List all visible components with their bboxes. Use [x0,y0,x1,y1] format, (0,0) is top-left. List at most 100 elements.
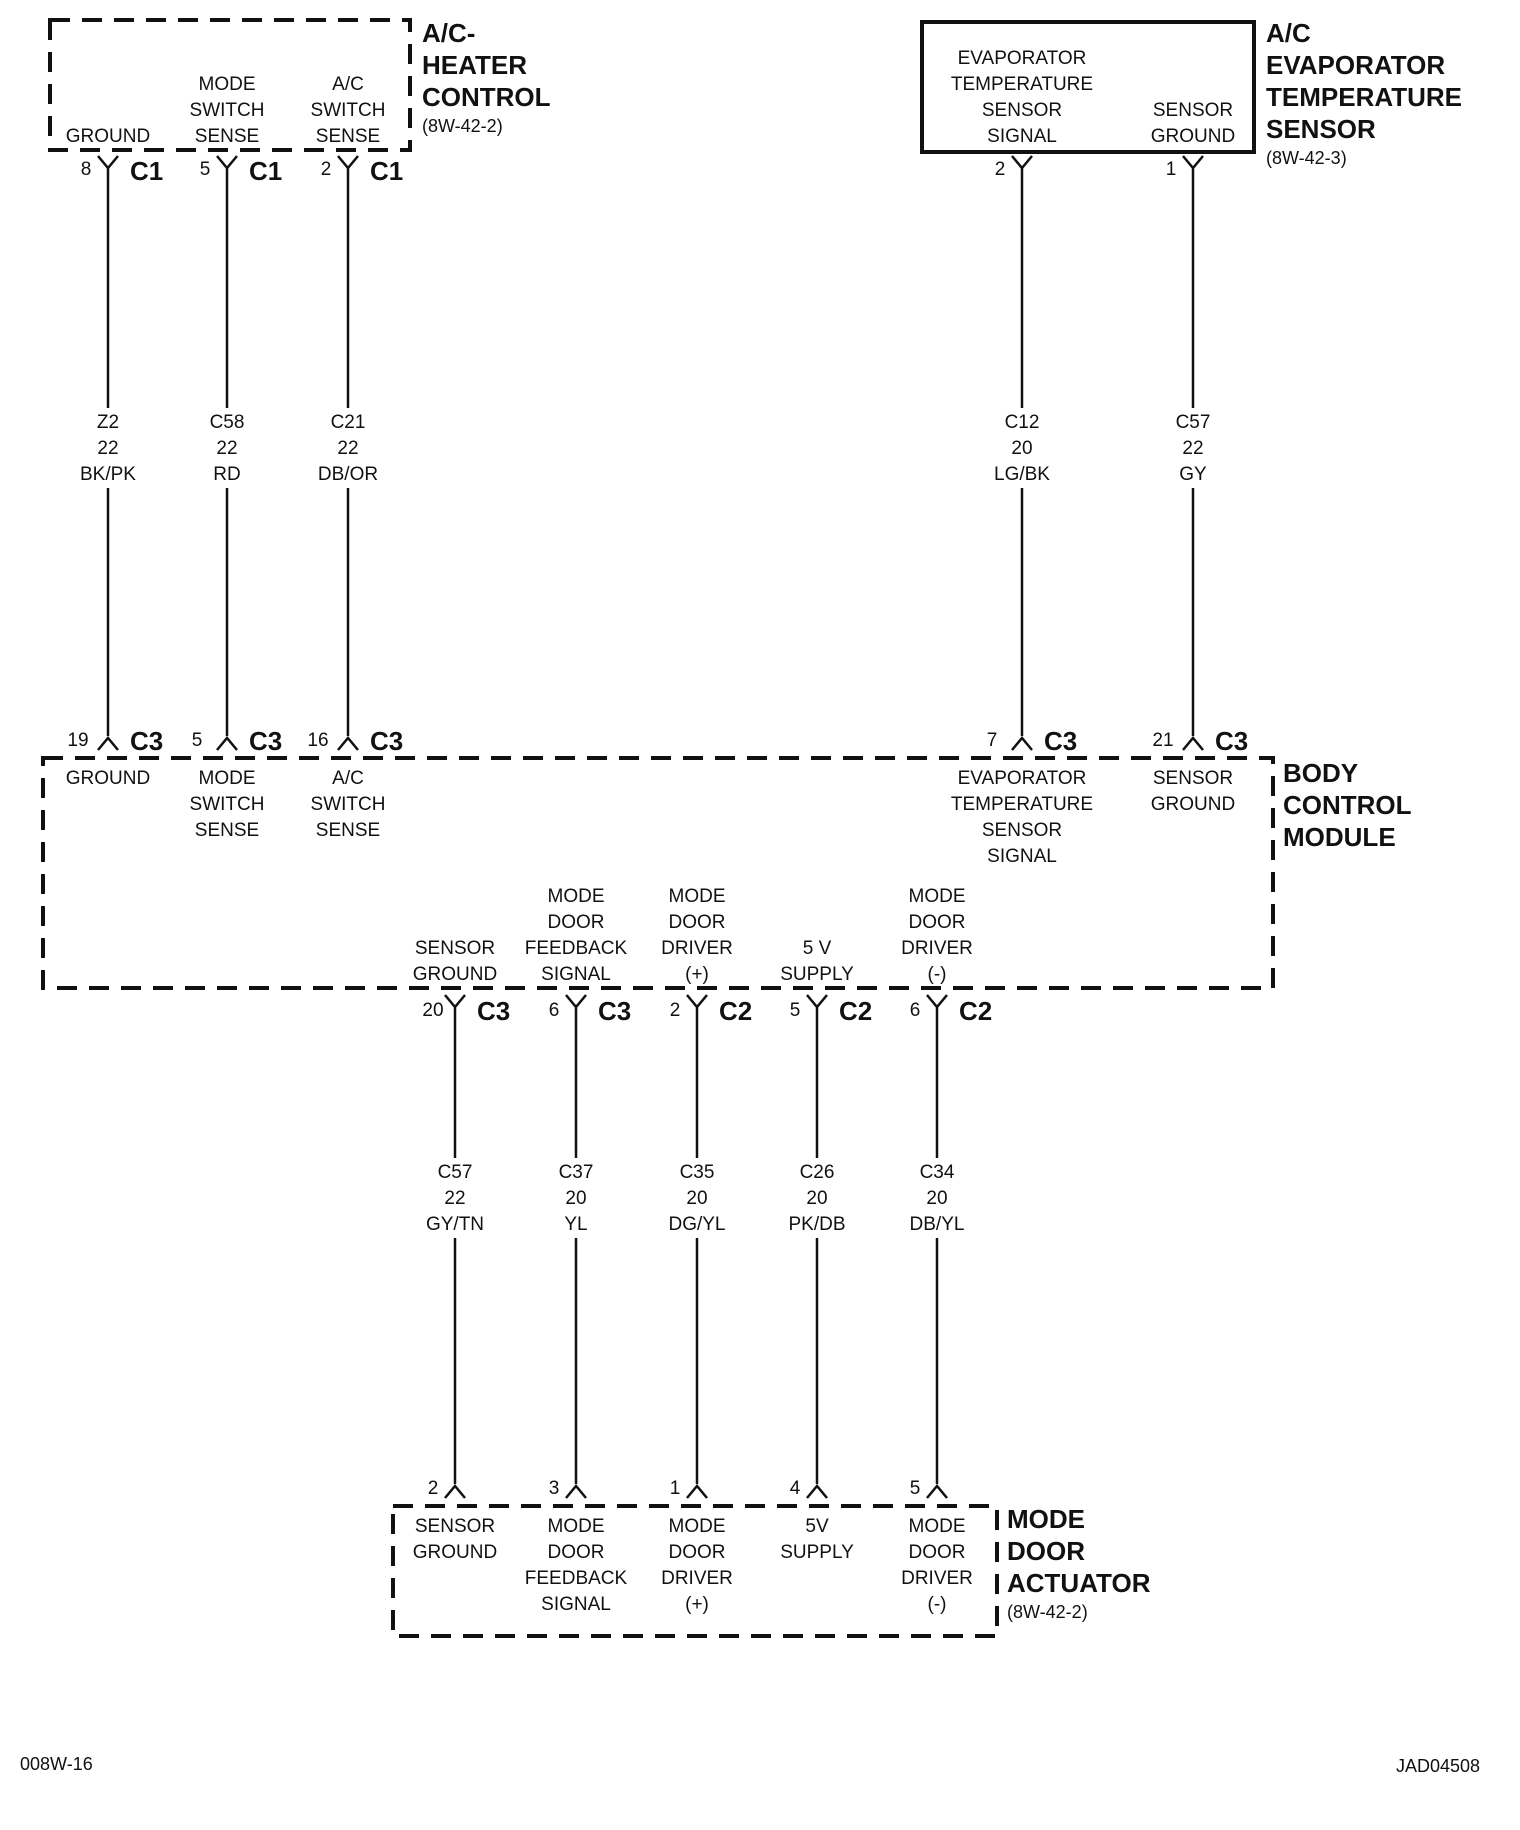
male-terminal-icon [337,736,359,751]
actuator-pin-label: SUPPLY [780,1542,854,1563]
actuator-pin-label: MODE [669,1516,726,1537]
bcm-pin-label: GROUND [1151,794,1235,815]
wire-circuit-label: C58 [210,412,245,433]
actuator-pin-number: 5 [910,1478,921,1499]
wire-circuit-label: DB/OR [318,464,378,485]
wire-circuit-label: C57 [1176,412,1211,433]
mode-door-actuator-title: DOOR [1007,1536,1085,1566]
bcm-connector-id: C3 [370,726,403,756]
female-terminal-icon [926,994,948,1015]
wire-circuit-label: PK/DB [788,1214,845,1235]
actuator-pin-number: 1 [670,1478,681,1499]
source-pin-number: 5 [200,159,211,180]
bcm-pin-label: 5 V [803,938,832,959]
bcm-pin-label: SENSOR [982,820,1062,841]
body-control-module-box [41,756,1275,990]
mode-door-actuator-ref: (8W-42-2) [1007,1602,1088,1622]
body-control-module-title: CONTROL [1283,790,1412,820]
wire-circuit-label: C35 [680,1162,715,1183]
source-connector-id: C1 [249,156,282,186]
bcm-pin-number: 5 [192,730,203,751]
male-terminal-icon [216,736,238,751]
actuator-pin-label: SENSOR [415,1516,495,1537]
wire-circuit-label: RD [213,464,240,485]
actuator-pin-label: MODE [548,1516,605,1537]
wire-circuit-label: 20 [686,1188,707,1209]
bcm-pin-label: SIGNAL [541,964,611,985]
bcm-pin-label: SWITCH [190,794,265,815]
source-pin-label: EVAPORATOR [958,48,1087,69]
actuator-pin-number: 2 [428,1478,439,1499]
mode-door-actuator-box [391,1504,999,1638]
actuator-pin-label: 5V [805,1516,829,1537]
source-pin-label: SWITCH [190,100,265,121]
wire-circuit-label: C57 [438,1162,473,1183]
source-pin-label: SWITCH [311,100,386,121]
wire-circuit-label: YL [564,1214,587,1235]
evap-sensor-title: A/C [1266,18,1311,48]
wire-circuit-label: 22 [216,438,237,459]
source-pin-label: A/C [332,74,364,95]
wire-circuit-label: GY [1179,464,1207,485]
source-pin-number: 2 [995,159,1006,180]
source-pin-label: SENSE [195,126,259,147]
source-pin-number: 1 [1166,159,1177,180]
actuator-pin-label: DOOR [909,1542,966,1563]
bcm-pin-number: 7 [987,730,998,751]
footer-right: JAD04508 [1396,1756,1480,1776]
wire-circuit-label: LG/BK [994,464,1050,485]
wire-circuit-label: 20 [1011,438,1032,459]
wire-circuit-label: 20 [806,1188,827,1209]
ac-heater-control-box [48,18,412,152]
male-terminal-icon [1182,736,1204,751]
ac-heater-control-title: CONTROL [422,82,551,112]
wire-circuit-label: C34 [920,1162,955,1183]
evap-sensor-title: EVAPORATOR [1266,50,1445,80]
bcm-pin-number: 19 [67,730,88,751]
bcm-pin-label: MODE [909,886,966,907]
source-pin-number: 2 [321,159,332,180]
bcm-pin-label: GROUND [66,768,150,789]
source-pin-label: GROUND [1151,126,1235,147]
wire-circuit-label: 22 [444,1188,465,1209]
wire-circuit-label: 20 [926,1188,947,1209]
actuator-pin-label: GROUND [413,1542,497,1563]
bcm-pin-label: MODE [669,886,726,907]
bcm-connector-id: C2 [959,996,992,1026]
female-terminal-icon [216,155,238,176]
male-terminal-icon [1011,736,1033,751]
bcm-pin-label: DOOR [909,912,966,933]
female-terminal-icon [565,994,587,1015]
wire-circuit-label: 22 [1182,438,1203,459]
bcm-pin-label: (-) [928,964,947,985]
bcm-pin-label: DRIVER [901,938,973,959]
bcm-pin-label: A/C [332,768,364,789]
bcm-connector-id: C3 [1044,726,1077,756]
bcm-connector-id: C3 [130,726,163,756]
ac-heater-control-title: HEATER [422,50,527,80]
actuator-pin-number: 4 [790,1478,801,1499]
male-terminal-icon [686,1484,708,1499]
source-connector-id: C1 [370,156,403,186]
bcm-pin-number: 21 [1152,730,1173,751]
male-terminal-icon [806,1484,828,1499]
wire-circuit-label: C26 [800,1162,835,1183]
bcm-pin-label: TEMPERATURE [951,794,1093,815]
bcm-pin-number: 6 [910,1000,921,1021]
source-pin-number: 8 [81,159,92,180]
bcm-connector-id: C2 [719,996,752,1026]
source-pin-label: TEMPERATURE [951,74,1093,95]
bcm-connector-id: C3 [249,726,282,756]
source-connector-id: C1 [130,156,163,186]
wire-circuit-label: DG/YL [668,1214,725,1235]
wire-circuit-label: 22 [337,438,358,459]
bcm-pin-label: SIGNAL [987,846,1057,867]
bcm-pin-label: SENSE [195,820,259,841]
male-terminal-icon [444,1484,466,1499]
actuator-pin-label: DOOR [548,1542,605,1563]
ac-heater-control-title: A/C- [422,18,475,48]
actuator-pin-number: 3 [549,1478,560,1499]
evap-sensor-title: SENSOR [1266,114,1376,144]
bcm-connector-id: C3 [1215,726,1248,756]
bcm-pin-label: MODE [548,886,605,907]
